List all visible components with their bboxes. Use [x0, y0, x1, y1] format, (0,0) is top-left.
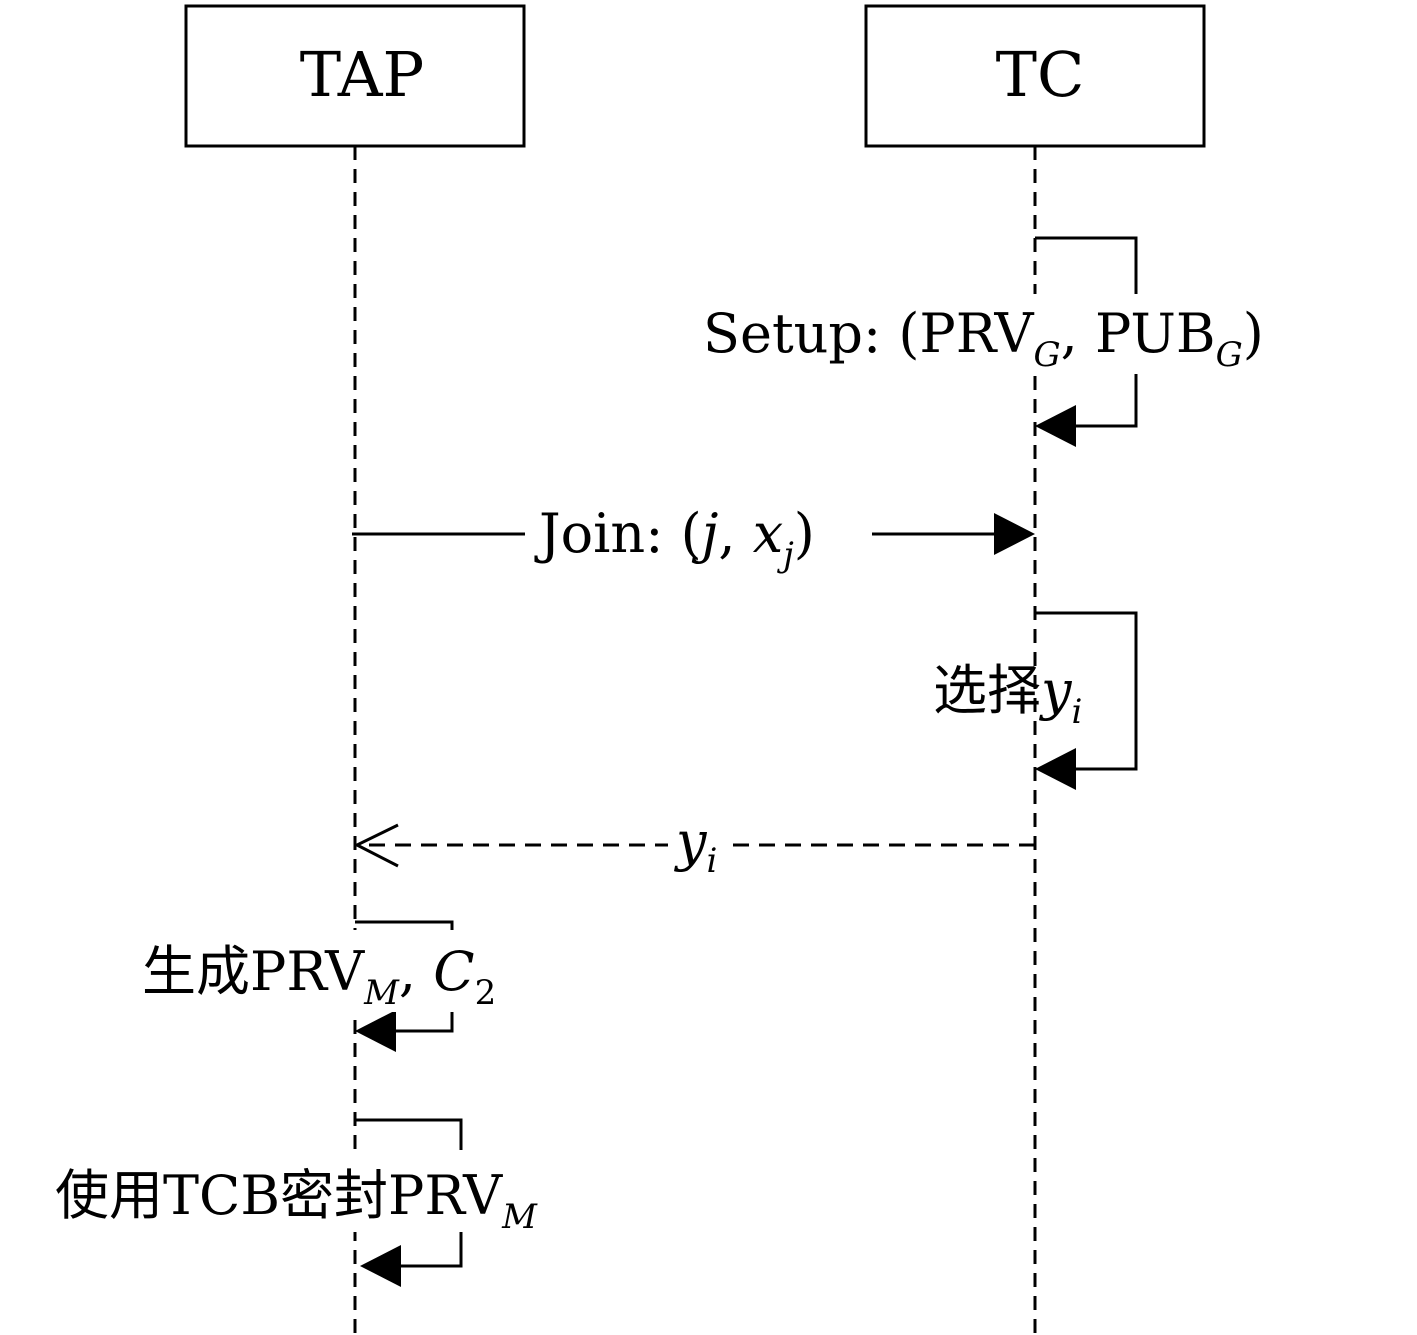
- seal-label-bg: [50, 1150, 668, 1232]
- reply-arrowhead: [353, 823, 399, 868]
- join-label: Join: (j, xj): [534, 502, 815, 575]
- generate-label-bg: [140, 930, 578, 1012]
- setup-label: Setup: (PRVG, PUBG): [703, 302, 1264, 375]
- seal-label: 使用TCB密封PRVM: [55, 1164, 538, 1237]
- select-self-arrow: [1035, 611, 1138, 771]
- select-label: 选择yi: [933, 659, 1082, 732]
- participant-label-tc: TC: [996, 38, 1085, 111]
- setup-arrowhead: [1035, 405, 1076, 447]
- join-arrowhead: [994, 513, 1035, 555]
- generate-label: 生成PRVM, C2: [142, 940, 496, 1013]
- participant-label-tap: TAP: [300, 38, 424, 111]
- generate-arrowhead: [355, 1010, 396, 1052]
- select-arrowhead: [1035, 748, 1076, 790]
- reply-label-bg: [668, 815, 726, 875]
- setup-label-bg: [700, 294, 1368, 374]
- seal-arrowhead: [360, 1245, 401, 1287]
- participant-box-tap: [184, 4, 526, 148]
- reply-label: yi: [674, 810, 717, 881]
- participant-box-tc: [864, 4, 1206, 148]
